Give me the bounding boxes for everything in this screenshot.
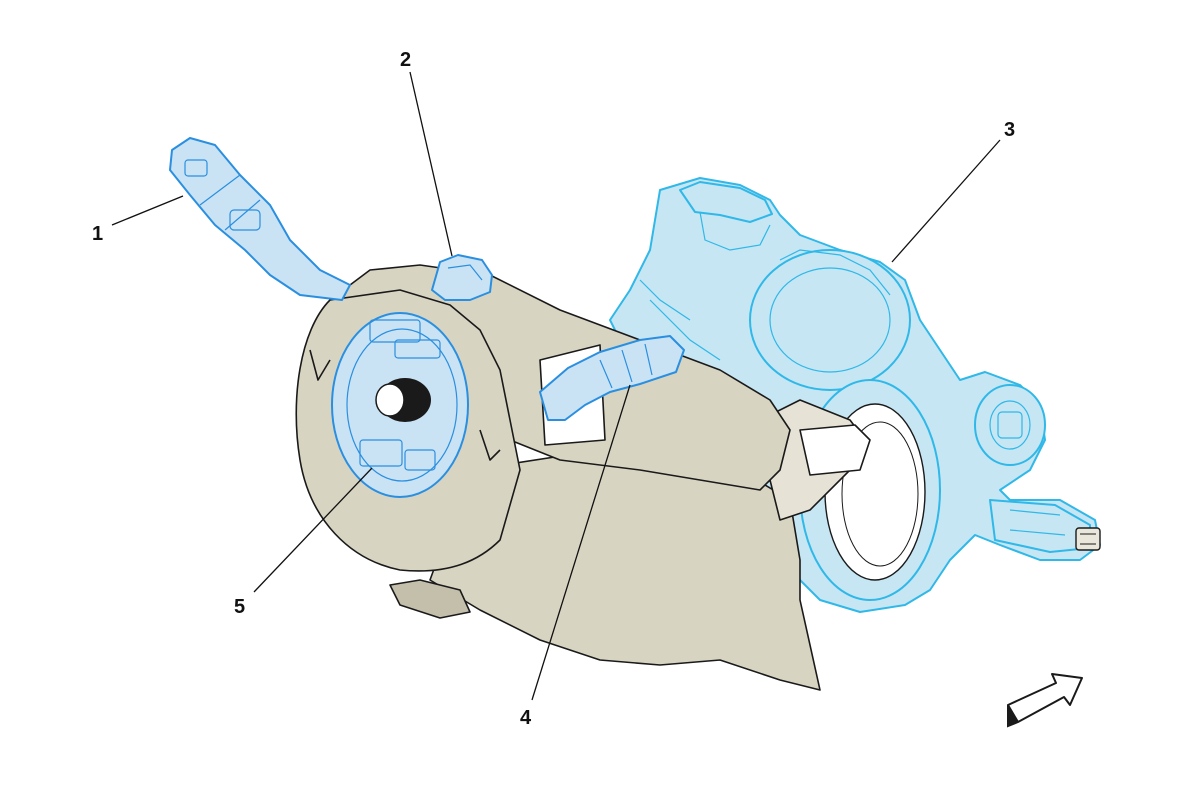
leader-line-3: [891, 139, 1001, 263]
callout-4: 4: [520, 707, 532, 729]
leader-line-5: [253, 467, 373, 593]
hazard-button: [431, 254, 493, 301]
callout-1: 1: [92, 223, 103, 245]
callout-3: 3: [1004, 119, 1015, 141]
callout-2: 2: [400, 49, 411, 71]
direction-arrow-icon: [1007, 673, 1083, 728]
callout-5: 5: [234, 596, 245, 618]
leader-line-4: [531, 384, 631, 701]
callout-labels: 1 2 3 4 5: [92, 49, 1015, 729]
leader-line-1: [111, 195, 184, 226]
right-combination-stalk: [539, 335, 685, 421]
leader-lines: [111, 71, 1001, 701]
clock-spring: [331, 312, 469, 498]
leader-line-2: [409, 71, 453, 257]
left-combination-stalk: [169, 137, 351, 301]
